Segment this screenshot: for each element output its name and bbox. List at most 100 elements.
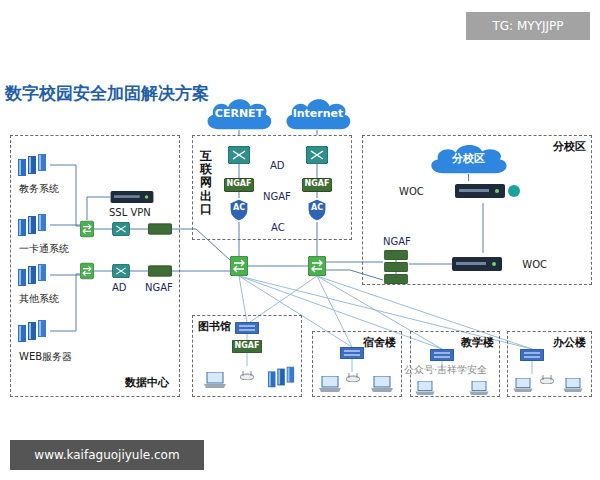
ap-icon	[240, 371, 254, 380]
laptop-icon	[469, 381, 488, 395]
node-text: 其他系统	[19, 293, 59, 305]
laptop-icon	[319, 376, 341, 392]
icon-text: NGAF	[232, 341, 262, 351]
firewall-icon	[148, 266, 172, 276]
wire	[50, 225, 80, 226]
connector	[468, 174, 469, 181]
zone-box: 分校区分校区WOCWOC	[362, 135, 592, 285]
zone-box: 数据中心 教务系统一卡通系统其他系统 WEB服务器 SSL VPN	[10, 135, 180, 397]
node-text: 教学楼	[461, 335, 494, 350]
node-text: CERNET	[215, 107, 263, 120]
firewall-icon	[232, 340, 262, 353]
switch-icon	[520, 349, 544, 361]
ac-shield	[308, 199, 326, 221]
router-icon	[228, 146, 250, 164]
laptop-icon	[415, 381, 434, 395]
core-switch	[308, 256, 326, 276]
server-icon	[268, 367, 294, 388]
server-node: 其他系统	[17, 263, 79, 305]
ac-shield	[230, 199, 248, 221]
icon-text: NGAF	[224, 179, 254, 189]
switch-icon	[340, 347, 364, 359]
switch-icon	[80, 263, 94, 279]
server-icon	[18, 320, 46, 342]
node-text: Internet	[293, 107, 344, 120]
woc-device	[452, 257, 502, 271]
wire	[326, 262, 383, 280]
device-label: NGAF	[263, 191, 291, 203]
diagram-title: 数字校园安全加固解决方案	[5, 82, 209, 105]
laptop-icon	[563, 378, 582, 392]
server-icon	[18, 214, 46, 236]
device-label: NGAF	[383, 236, 411, 248]
switch-icon	[235, 322, 259, 334]
ap-icon	[346, 373, 360, 382]
connector	[483, 203, 484, 253]
node-text: 数据中心	[125, 375, 169, 390]
woc-device	[455, 184, 505, 198]
wire	[239, 276, 442, 349]
device-node: WOC	[397, 181, 513, 203]
router-icon	[306, 146, 328, 164]
laptop-icon	[371, 376, 393, 392]
watermark-text: 公众号·吉祥学安全	[404, 364, 487, 376]
globe-icon	[508, 185, 520, 197]
device-label: NGAF	[145, 282, 173, 294]
cloud-outline-path	[208, 99, 272, 129]
wires	[50, 164, 452, 331]
watermark-tag: TG: MYYJJPP	[466, 12, 590, 40]
wire	[172, 229, 230, 260]
server-icon	[18, 154, 46, 176]
device-node: WOC	[453, 253, 549, 277]
icon-text: AC	[229, 203, 249, 213]
firewall-icon	[148, 224, 172, 234]
node-text: 宿舍楼	[363, 335, 396, 350]
node-text: 图书馆	[198, 319, 231, 334]
server-node: 教务系统	[17, 153, 79, 195]
firewall-icon	[302, 179, 332, 192]
server-node: WEB服务器	[17, 319, 81, 363]
icon-text: AC	[307, 203, 327, 213]
node-text: 分校区	[553, 139, 586, 154]
cloud-shape: Internet	[282, 96, 354, 130]
firewall-icon	[384, 250, 407, 260]
building-box: 宿舍楼	[312, 331, 402, 397]
device-label: AC	[271, 222, 285, 234]
node-text: 教务系统	[19, 183, 59, 195]
wire	[172, 271, 230, 272]
wire	[409, 264, 452, 265]
firewall-icon	[224, 179, 254, 192]
building-box: 办公楼	[507, 331, 592, 397]
cloud-shape: 分校区	[426, 142, 511, 174]
switch-icon	[430, 349, 454, 361]
firewall-icon	[384, 262, 407, 272]
node-text: WOC	[399, 186, 424, 198]
node-text: WEB服务器	[19, 351, 72, 363]
node-text: 办公楼	[553, 335, 586, 350]
node-text: 分校区	[452, 151, 485, 166]
vpn-device	[111, 191, 154, 203]
node-text: 互联网出口	[200, 150, 212, 216]
device-label: AD	[270, 160, 285, 172]
laptop-icon	[204, 372, 226, 388]
device-node: SSL VPN	[107, 189, 163, 219]
wire	[87, 197, 110, 220]
core-switch	[230, 256, 248, 276]
switch-icon	[80, 221, 94, 237]
node-text: SSL VPN	[109, 207, 151, 219]
node-text: WOC	[522, 259, 547, 271]
server-node: 一卡通系统	[17, 213, 79, 255]
firewall-icon	[384, 274, 407, 284]
icon-text: NGAF	[302, 179, 332, 189]
wire	[239, 276, 532, 349]
building-box: 图书馆	[192, 315, 302, 397]
cloud-shape: CERNET	[203, 96, 275, 130]
router-icon	[112, 264, 129, 278]
node-text: 一卡通系统	[19, 243, 69, 255]
watermark-url: www.kaifaguojiyule.com	[10, 440, 204, 470]
building-links	[239, 276, 532, 374]
